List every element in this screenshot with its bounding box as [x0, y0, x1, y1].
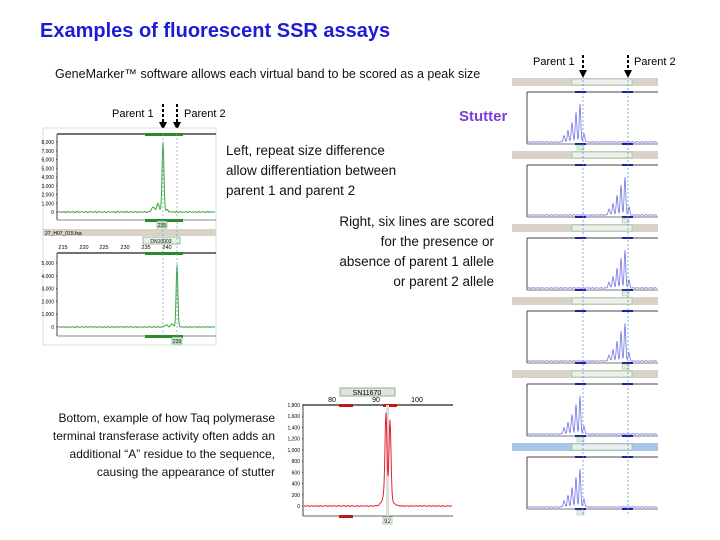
parent1-label: Parent 1 — [533, 56, 575, 68]
y-tick-label: 2,000 — [41, 193, 54, 199]
panel-5 — [512, 370, 658, 443]
trace — [527, 395, 657, 435]
right-electropherograms: Parent 1 Parent 2 — [512, 55, 676, 516]
y-tick-label: 4,000 — [41, 175, 54, 181]
y-tick-label: 7,000 — [41, 149, 54, 155]
y-tick-label: 0 — [51, 210, 54, 216]
text-line: or parent 2 allele — [393, 274, 494, 289]
y-tick-label: 3,000 — [41, 184, 54, 190]
y-tick-label: 5,000 — [41, 166, 54, 172]
bottom-peak-label: 239 — [173, 339, 182, 345]
text-line: parent 1 and parent 2 — [226, 183, 356, 198]
y-tick-label: 1,600 — [287, 414, 300, 420]
text-line: for the presence or — [380, 234, 494, 249]
arrow-down-icon — [159, 104, 167, 130]
trace — [527, 468, 657, 508]
panel-3 — [512, 224, 658, 297]
text-line: Left, repeat size difference — [226, 143, 385, 158]
bottom-description: Bottom, example of how Taq polymerase te… — [53, 409, 275, 481]
panel-1 — [512, 78, 658, 151]
text-line: allow differentiation between — [226, 163, 397, 178]
text-line: additional “A” residue to the sequence, — [69, 447, 275, 461]
text-line: absence of parent 1 allele — [339, 254, 494, 269]
x-tick-label: 235 — [141, 245, 150, 251]
trace — [527, 250, 657, 289]
trace — [527, 177, 657, 216]
x-tick-label: 100 — [411, 397, 423, 404]
x-tick-label: 80 — [328, 397, 336, 404]
top-trace — [57, 141, 216, 214]
y-tick-label: 600 — [292, 470, 301, 476]
parent2-label: Parent 2 — [634, 56, 676, 68]
parent1-label: Parent 1 — [112, 108, 154, 120]
y-tick-label: 2,000 — [41, 299, 54, 305]
y-tick-label: 1,000 — [287, 448, 300, 454]
text-line: Bottom, example of how Taq polymerase — [58, 411, 275, 425]
y-tick-label: 400 — [292, 482, 301, 488]
text-line: terminal transferase activity often adds… — [52, 429, 275, 443]
trace — [304, 412, 453, 508]
arrow-down-icon — [173, 104, 181, 130]
arrow-down-icon — [624, 55, 632, 78]
text-line: causing the appearance of stutter — [96, 465, 275, 479]
y-tick-label: 1,400 — [287, 425, 300, 431]
y-tick-label: 1,000 — [41, 201, 54, 207]
right-description: Right, six lines are scored for the pres… — [339, 212, 494, 292]
bottom-trace — [57, 264, 216, 329]
top-peak-label: 235 — [158, 223, 167, 229]
y-tick-label: 1,800 — [287, 403, 300, 409]
stutter-label: Stutter — [459, 108, 508, 125]
y-tick-label: 3,000 — [41, 287, 54, 293]
parent2-label: Parent 2 — [184, 108, 226, 120]
marker-label: DN10003 — [150, 239, 171, 245]
x-tick-label: 90 — [372, 397, 380, 404]
y-tick-label: 5,000 — [41, 261, 54, 267]
marker-label: SN11670 — [353, 390, 382, 397]
peak-label: 92 — [384, 519, 391, 525]
file-label: 27_H07_015.fsa — [45, 231, 82, 237]
trace — [527, 323, 657, 362]
y-tick-label: 200 — [292, 493, 301, 499]
y-tick-label: 1,000 — [41, 312, 54, 318]
y-tick-label: 800 — [292, 459, 301, 465]
left-electropherogram: Parent 1 Parent 2 8,000 7,000 6,000 5,000 4,… — [41, 104, 226, 346]
x-tick-label: 230 — [120, 245, 129, 251]
y-tick-label: 0 — [51, 325, 54, 331]
text-line: Right, six lines are scored — [339, 214, 494, 229]
panel-6 — [512, 443, 658, 516]
x-tick-label: 225 — [99, 245, 108, 251]
panel-4 — [512, 297, 658, 370]
arrow-down-icon — [579, 55, 587, 78]
y-tick-label: 4,000 — [41, 274, 54, 280]
slide-subtitle: GeneMarker™ software allows each virtual… — [55, 67, 481, 81]
x-tick-label: 240 — [162, 245, 171, 251]
bottom-electropherogram: SN11670 80 90 100 1,800 1,600 1,400 1,200 1,00… — [287, 387, 453, 525]
left-description: Left, repeat size difference allow diffe… — [226, 141, 396, 201]
y-tick-label: 6,000 — [41, 158, 54, 164]
slide-title: Examples of fluorescent SSR assays — [40, 20, 391, 42]
panel-2 — [512, 151, 658, 224]
y-tick-label: 0 — [297, 504, 300, 510]
x-tick-label: 220 — [79, 245, 88, 251]
trace — [527, 103, 657, 143]
y-tick-label: 8,000 — [41, 140, 54, 146]
y-tick-label: 1,200 — [287, 437, 300, 443]
x-tick-label: 215 — [58, 245, 67, 251]
